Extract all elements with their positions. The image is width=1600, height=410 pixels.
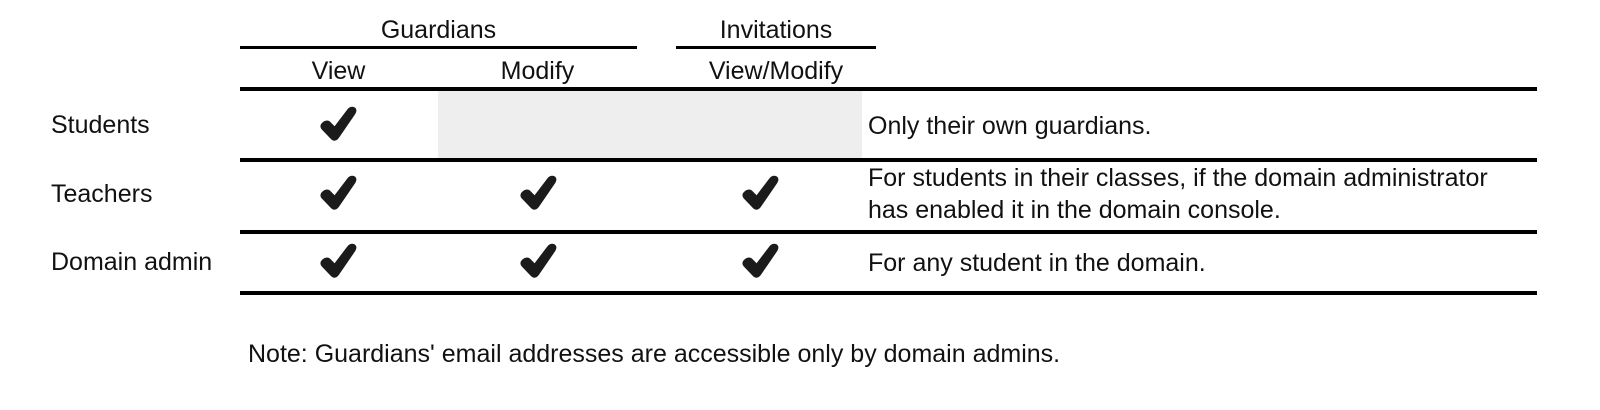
column-group-invitations-underline [676,46,876,49]
row-divider-after-students [240,158,1537,162]
column-header-guardians-view: View [311,57,366,85]
table-header-rule [240,87,1537,91]
row-label-teachers: Teachers [51,180,153,208]
check-mark-icon-domain-admin-guardians-modify [518,242,558,280]
table-bottom-rule [240,291,1537,295]
cell-students-not-applicable [438,91,862,158]
description-line: has enabled it in the domain console. [868,196,1281,224]
row-divider-after-teachers [240,230,1537,234]
check-mark-icon-teachers-guardians-modify [518,174,558,212]
check-mark-icon-domain-admin-guardians-view [318,242,358,280]
row-label-students: Students [51,111,150,139]
check-mark-icon-teachers-invitations-view-modify [740,174,780,212]
check-mark-icon-domain-admin-invitations-view-modify [740,242,780,280]
row-label-domain-admin: Domain admin [51,248,213,276]
description-students: Only their own guardians. [868,110,1523,142]
column-group-guardians: Guardians [380,16,497,44]
column-header-invitations-view-modify: View/Modify [708,57,844,85]
column-group-guardians-underline [240,46,637,49]
table-footnote: Note: Guardians' email addresses are acc… [248,340,1061,368]
description-teachers: For students in their classes, if the do… [868,162,1523,226]
description-domain-admin: For any student in the domain. [868,247,1523,279]
description-line: Only their own guardians. [868,112,1152,140]
description-line: For any student in the domain. [868,249,1206,277]
check-mark-icon-students-guardians-view [318,105,358,143]
check-mark-icon-teachers-guardians-view [318,174,358,212]
column-header-guardians-modify: Modify [500,57,575,85]
column-group-invitations: Invitations [719,16,833,44]
description-line: For students in their classes, if the do… [868,164,1488,192]
